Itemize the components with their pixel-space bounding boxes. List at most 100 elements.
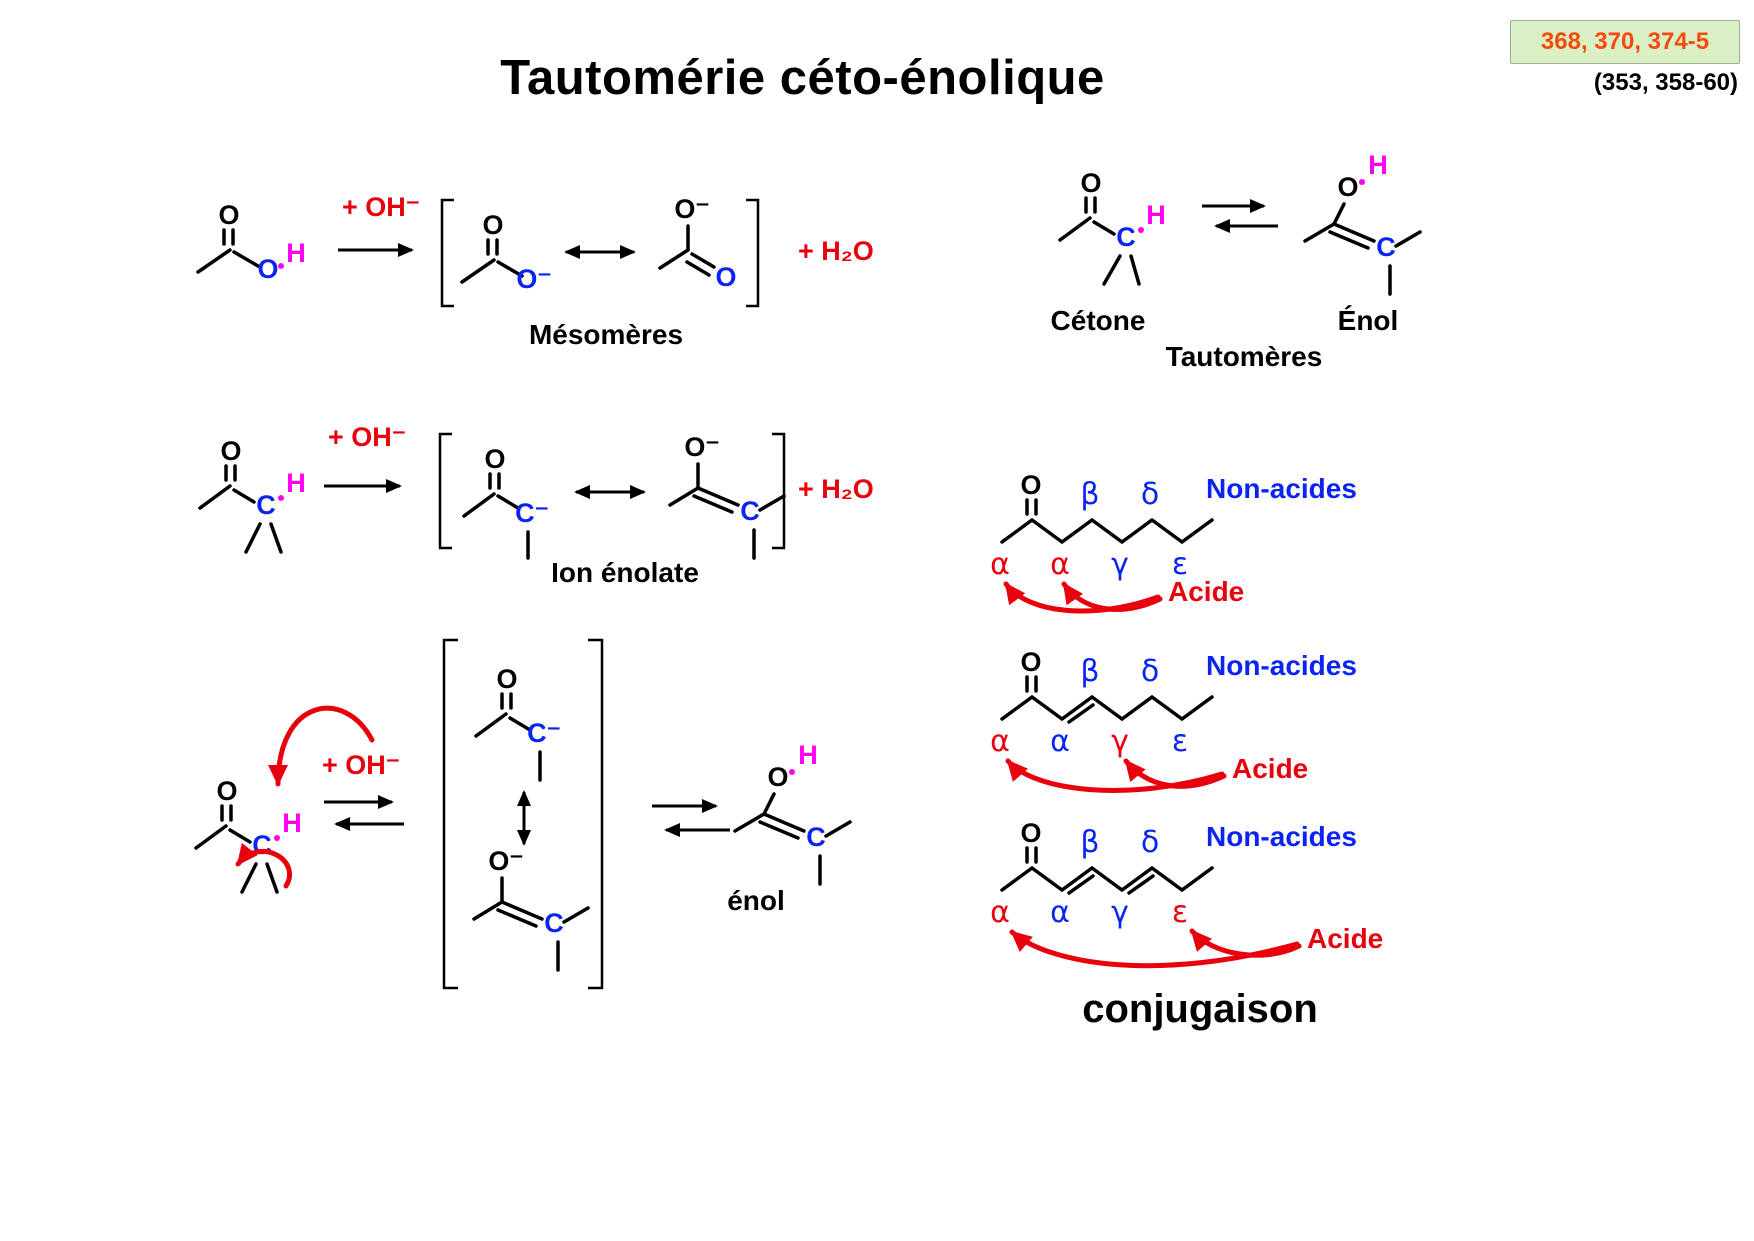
acidity-chain-saturated: O β δ Non-acides α α γ ε Acide [990,470,1357,614]
atom-o-icon: O [257,254,278,284]
atom-c-minus-icon: C⁻ [527,718,561,748]
atom-h-icon: H [286,238,306,268]
atom-c-icon: C [740,496,760,526]
enolization-mechanism: O C H + OH⁻ O C⁻ [194,638,852,990]
atom-h-icon: H [282,808,302,838]
atom-c-icon: C [256,490,276,520]
label-tautomeres: Tautomères [1166,341,1323,372]
ketone-structure: O C H [194,776,302,894]
atom-o-minus-icon: O⁻ [674,194,709,224]
bond-dot-icon [1359,179,1365,185]
reagent-hydroxide: + OH⁻ [328,422,406,452]
label-non-acides: Non-acides [1206,650,1357,681]
bracket-right-icon [746,198,760,308]
label-ion-enolate: Ion énolate [551,557,699,588]
label-conjugaison: conjugaison [1082,987,1318,1031]
atom-c-icon: C [544,908,564,938]
enolate-mesomer-2: O⁻ C [668,432,786,560]
greek-alpha: α [990,547,1010,582]
acid-pointer-arrow-icon [1189,928,1302,958]
page-ref-primary: 368, 370, 374-5 [1510,20,1740,64]
enol-structure: O H C [733,740,852,886]
atom-h-icon: H [1368,150,1388,180]
atom-c-icon: C [252,830,272,860]
acid-pointer-arrow-icon [1123,758,1227,789]
acetate-mesomer-2: O⁻ O [658,194,737,292]
reagent-water: + H₂O [798,474,874,504]
greek-beta: β [1080,654,1099,689]
label-cetone: Cétone [1051,305,1146,336]
reagent-hydroxide: + OH⁻ [342,192,420,222]
acidity-chain-enone: O β δ Non-acides α α γ ε Acide [990,647,1357,793]
reagent-hydroxide: + OH⁻ [322,750,400,780]
enolate-formation: O C H + OH⁻ O C⁻ O⁻ [198,422,874,588]
atom-o-icon: O [484,444,505,474]
bracket-left-icon [442,638,458,990]
reagent-water: + H₂O [798,236,874,266]
atom-c-icon: C [1376,232,1396,262]
greek-delta: δ [1141,825,1159,860]
atom-h-icon: H [798,740,818,770]
atom-o-icon: O [482,210,503,240]
greek-beta: β [1080,477,1099,512]
curved-mechanism-arrow-icon [235,842,292,889]
acidity-chain-dienone: O β δ Non-acides α α γ ε Acide [990,818,1383,969]
page-ref-secondary: (353, 358-60) [1593,69,1738,96]
acetic-acid-structure: O O H [196,200,306,284]
label-acide: Acide [1232,753,1308,784]
enolate-mesomer-bottom: O⁻ C [472,846,590,972]
label-mesomeres: Mésomères [529,319,683,350]
label-non-acides: Non-acides [1206,473,1357,504]
acid-pointer-arrow-icon [1005,758,1225,793]
enolate-mesomer-top: O C⁻ [474,664,561,782]
greek-gamma: γ [1111,724,1129,759]
atom-h-icon: H [286,468,306,498]
greek-alpha: α [1050,547,1070,582]
bracket-left-icon [440,198,454,308]
atom-o-icon: O [715,262,736,292]
greek-epsilon: ε [1172,724,1188,759]
atom-o-minus-icon: O⁻ [684,432,719,462]
bond-dot-icon [278,495,284,501]
atom-o-icon: O [1020,470,1041,500]
bond-dot-icon [278,263,284,269]
label-enol: énol [727,885,785,916]
acetate-mesomer-1: O O⁻ [460,210,552,294]
slide-title: Tautomérie céto-énolique [500,51,1105,105]
atom-o-minus-icon: O⁻ [516,264,551,294]
ketone-structure: O C H [1058,168,1166,286]
atom-o-icon: O [1020,647,1041,677]
bond-dot-icon [274,835,280,841]
atom-o-icon: O [1020,818,1041,848]
greek-epsilon: ε [1172,547,1188,582]
acid-pointer-arrow-icon [1061,581,1163,612]
page-ref-badge: 368, 370, 374-5 (353, 358-60) [1510,20,1740,97]
keto-enol-equilibrium: O C H O H C Cétone Énol [1051,150,1422,372]
bracket-right-icon [588,638,604,990]
enolate-mesomer-1: O C⁻ [462,444,549,560]
greek-delta: δ [1141,477,1159,512]
greek-alpha: α [1050,895,1070,930]
atom-h-icon: H [1146,200,1166,230]
atom-o-icon: O [218,200,239,230]
enol-structure: O H C [1303,150,1422,296]
greek-beta: β [1080,825,1099,860]
bracket-right-icon [772,432,786,550]
atom-o-icon: O [216,776,237,806]
atom-o-icon: O [1337,172,1358,202]
greek-alpha: α [990,724,1010,759]
label-non-acides: Non-acides [1206,821,1357,852]
greek-gamma: γ [1111,895,1129,930]
carboxylic-acid-deprotonation: O O H + OH⁻ O O⁻ O⁻ [196,192,874,350]
acid-pointer-arrow-icon [1009,929,1300,969]
bond-dot-icon [789,769,795,775]
atom-c-icon: C [1116,222,1136,252]
greek-delta: δ [1141,654,1159,689]
atom-o-icon: O [496,664,517,694]
atom-c-minus-icon: C⁻ [515,498,549,528]
acid-pointer-arrow-icon [1003,581,1161,614]
greek-alpha: α [1050,724,1070,759]
label-acide: Acide [1168,576,1244,607]
